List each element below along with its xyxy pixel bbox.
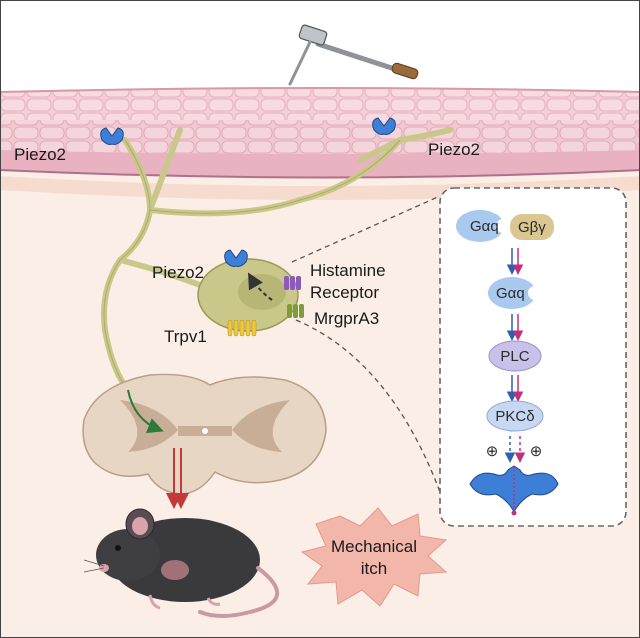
plus-right-icon: ⊕ [530, 443, 543, 460]
label-g-alpha-q-mid: Gαq [496, 285, 525, 302]
label-g-beta-gamma: Gβγ [518, 219, 546, 236]
mouse-illustration [83, 508, 279, 618]
label-piezo2-right: Piezo2 [428, 140, 480, 159]
signal-arrow [248, 272, 273, 301]
label-histamine-line2: Receptor [310, 283, 379, 302]
mrgpra3-receptor-icon [287, 304, 304, 318]
epidermis [0, 87, 640, 179]
spinal-cord [82, 373, 327, 495]
label-itch-line1: Mechanical [331, 537, 417, 556]
reflex-hammer-icon [288, 24, 419, 86]
histamine-receptor-icon [284, 276, 301, 290]
g-beta-gamma-icon [510, 214, 554, 240]
neuron-nucleus [238, 274, 286, 310]
label-pkc-delta: PKCδ [495, 408, 534, 425]
trpv1-channel-icon [227, 319, 257, 337]
plc-node [488, 340, 542, 372]
green-projection-arrow [127, 389, 164, 434]
pkc-delta-node [486, 400, 544, 432]
label-trpv1: Trpv1 [164, 327, 207, 346]
label-plc: PLC [500, 348, 529, 365]
g-alpha-q-top-icon [456, 210, 504, 242]
label-mrgpra3: MrgprA3 [314, 309, 379, 328]
label-itch-line2: itch [361, 559, 387, 578]
label-piezo2-left: Piezo2 [14, 145, 66, 164]
callout-line-top [291, 195, 441, 263]
label-piezo2-soma: Piezo2 [152, 263, 204, 282]
piezo2-channel-right-icon [372, 117, 396, 135]
itch-burst [300, 507, 448, 607]
label-g-alpha-q-top: Gαq [470, 218, 499, 235]
piezo2-channel-icon [224, 249, 248, 267]
g-alpha-q-mid-icon [488, 277, 536, 309]
label-histamine-line1: Histamine [310, 261, 386, 280]
piezo2-channel-large-icon [469, 465, 559, 516]
piezo2-channel-left-icon [100, 127, 124, 145]
plus-left-icon: ⊕ [486, 443, 499, 460]
